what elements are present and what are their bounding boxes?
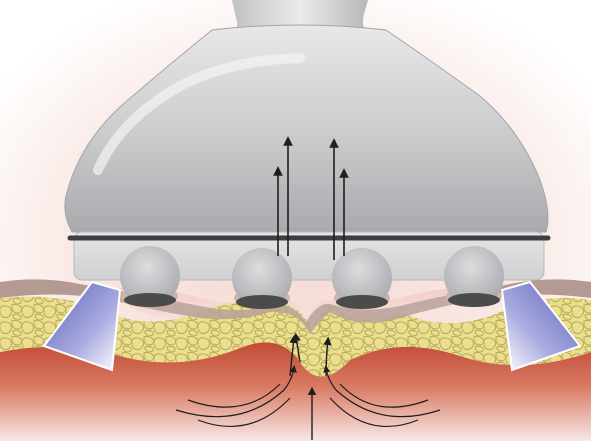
roller — [444, 246, 504, 307]
roller — [332, 248, 392, 309]
roller — [232, 248, 292, 309]
roller — [120, 246, 180, 307]
